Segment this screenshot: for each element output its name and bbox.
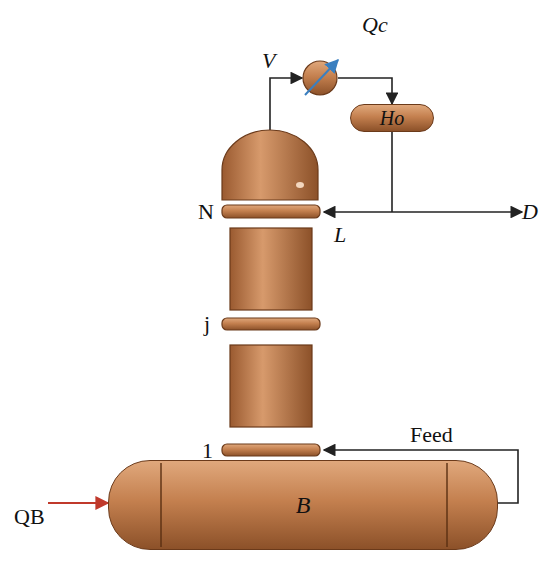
reboiler: B — [108, 460, 498, 550]
stream-label: D — [522, 201, 538, 223]
tray-label: j — [204, 313, 210, 335]
node-label: B — [296, 493, 311, 517]
vapor-line — [270, 78, 302, 130]
reflux-line — [391, 132, 393, 212]
heat-label: QB — [14, 506, 45, 528]
reflux-drum: Ho — [350, 104, 434, 132]
distillate-line — [392, 211, 522, 213]
column-shell — [222, 130, 320, 456]
stream-label: V — [262, 50, 275, 72]
stream-label: Feed — [410, 424, 453, 446]
tray-label: N — [198, 201, 214, 223]
condenser — [303, 60, 338, 95]
node-label: Ho — [380, 108, 404, 128]
tray-label: 1 — [202, 440, 213, 462]
stream-label: L — [334, 224, 346, 246]
reflux-return — [324, 211, 392, 213]
condensate-line — [338, 78, 392, 104]
stream-label: Qc — [362, 14, 388, 36]
heat-arrow — [48, 502, 108, 504]
